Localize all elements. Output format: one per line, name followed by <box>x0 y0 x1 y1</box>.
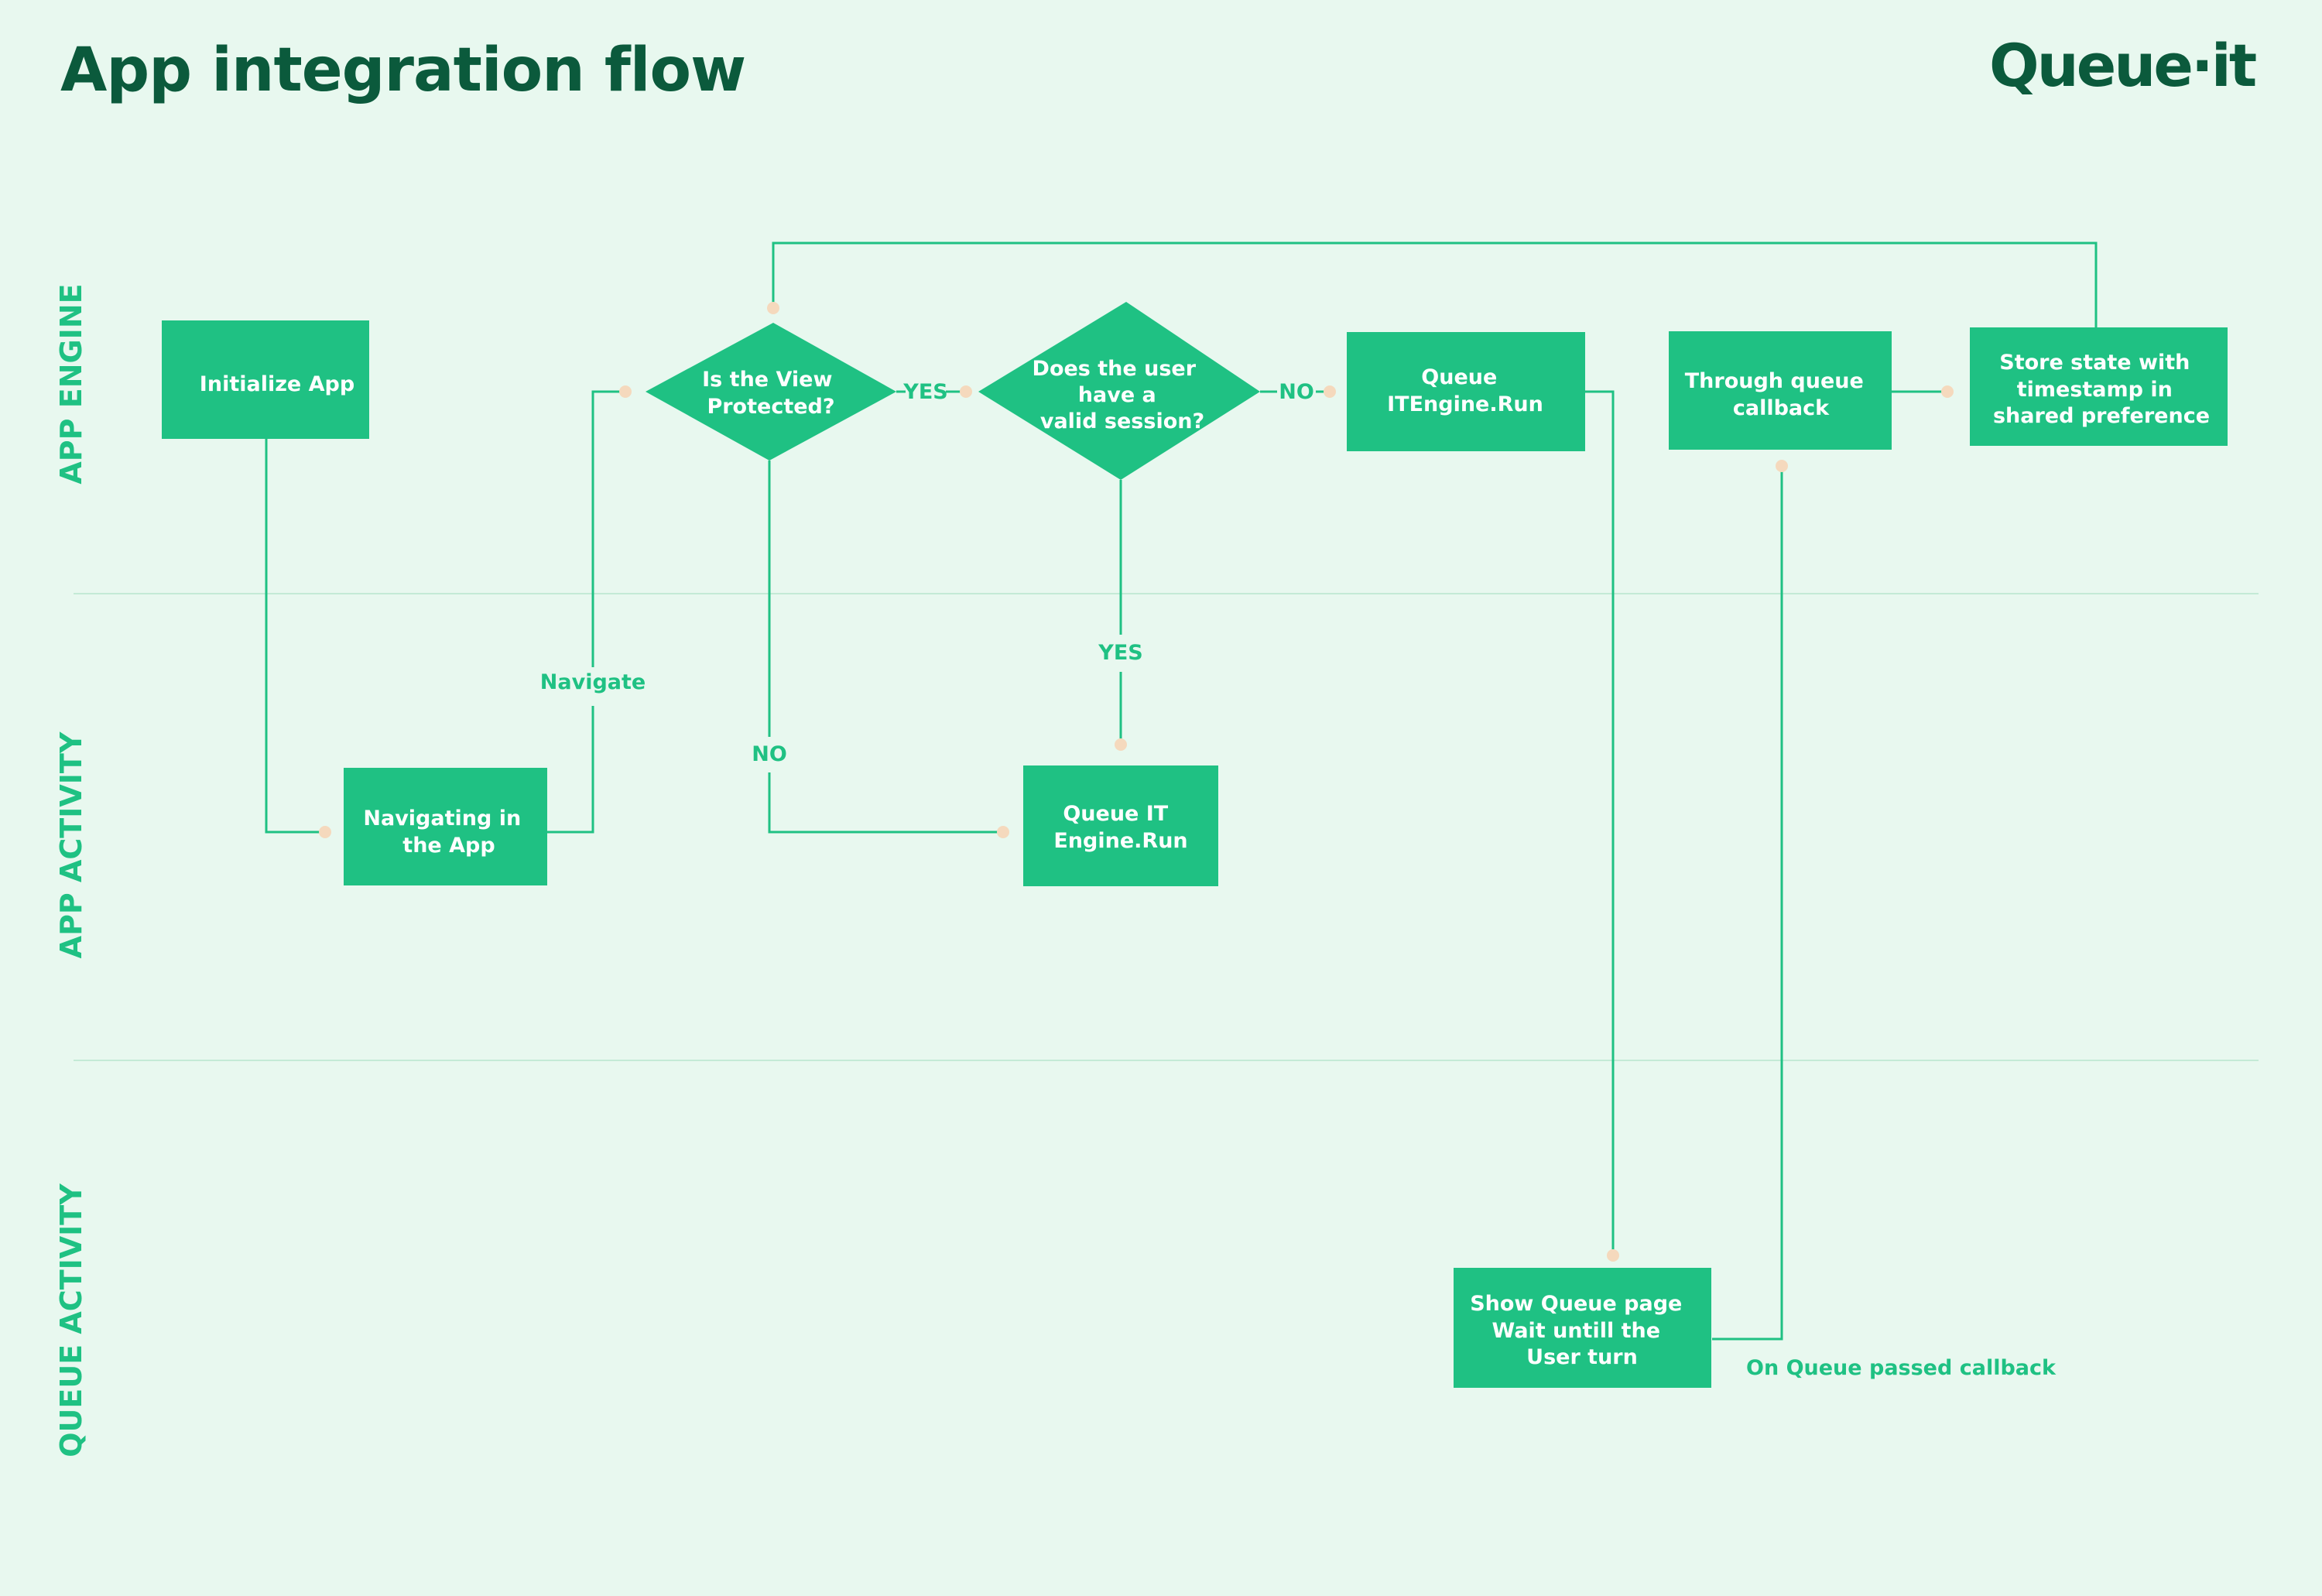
connector-dot <box>1115 738 1127 751</box>
edge-label-yes-protected: YES <box>902 380 947 404</box>
node-queue-it-engine-run <box>1023 765 1218 886</box>
node-navigating-in-app <box>344 768 547 885</box>
navigating-line: the App <box>402 834 495 858</box>
edge-label-no-session: NO <box>1279 380 1314 404</box>
valid-session-line: Does the user <box>1033 357 1197 381</box>
store-state-line: timestamp in <box>2017 378 2173 402</box>
valid-session-line: have a <box>1078 383 1156 407</box>
node-through-queue-callback <box>1669 331 1892 450</box>
queue-it-engine-run-line: Queue IT <box>1063 802 1168 826</box>
view-protected-line: Is the View <box>702 368 832 392</box>
through-queue-callback-label: Through queue callback <box>1685 369 1871 420</box>
connector-dots <box>319 302 1954 1262</box>
node-view-protected-decision <box>646 323 896 461</box>
connector-dot <box>1324 385 1336 398</box>
connector-dot <box>319 826 331 838</box>
valid-session-line: valid session? <box>1040 409 1204 433</box>
connector-dot <box>1941 385 1954 398</box>
edge-init-to-navigating <box>265 439 325 834</box>
edge-navigating-up <box>547 706 594 834</box>
queue-it-engine-run-label: Queue IT Engine.Run <box>1053 802 1187 853</box>
node-initialize-app <box>162 320 369 439</box>
connector-dot <box>960 385 972 398</box>
view-protected-label: Is the View Protected? <box>702 368 840 419</box>
connector-dot <box>1607 1249 1619 1262</box>
initialize-app-label: Initialize App <box>200 372 354 396</box>
edge-label-queue-passed: On Queue passed callback <box>1746 1356 2057 1380</box>
show-queue-page-line: Wait untill the <box>1492 1319 1661 1343</box>
through-queue-callback-line: Through queue <box>1685 369 1864 393</box>
edge-engine-to-queue-page <box>1585 390 1615 1255</box>
edge-store-to-decision <box>772 241 2098 327</box>
view-protected-line: Protected? <box>707 395 834 419</box>
queue-it-engine-run-line: Engine.Run <box>1053 829 1187 853</box>
edge-navigate-to-decision <box>591 390 625 667</box>
valid-session-label: Does the user have a valid session? <box>1033 357 1205 433</box>
initialize-app-line: Initialize App <box>200 372 354 396</box>
node-valid-session-decision <box>978 302 1260 480</box>
node-store-state <box>1970 327 2228 446</box>
store-state-label: Store state with timestamp in shared pre… <box>1993 351 2210 428</box>
connector-dot <box>619 385 632 398</box>
node-shapes <box>162 302 2228 1388</box>
node-queue-itengine-run <box>1347 332 1585 451</box>
queue-itengine-run-line: ITEngine.Run <box>1387 392 1543 416</box>
edge-no-to-queue-activity <box>768 772 1003 834</box>
store-state-line: Store state with <box>1999 351 2190 375</box>
store-state-line: shared preference <box>1993 404 2210 428</box>
navigating-line: Navigating in <box>363 807 521 831</box>
connector-dot <box>997 826 1009 838</box>
show-queue-page-line: Show Queue page <box>1470 1292 1682 1316</box>
edge-label-no-protected: NO <box>752 742 787 766</box>
node-show-queue-page <box>1454 1268 1711 1388</box>
queue-itengine-run-line: Queue <box>1421 365 1497 389</box>
queue-itengine-run-label: Queue ITEngine.Run <box>1387 365 1543 416</box>
page-title: App integration flow <box>60 36 746 105</box>
show-queue-page-label: Show Queue page Wait untill the User tur… <box>1470 1292 1690 1369</box>
through-queue-callback-line: callback <box>1733 396 1830 420</box>
edge-label-navigate: Navigate <box>540 670 646 694</box>
connector-dot <box>767 302 779 314</box>
navigating-label: Navigating in the App <box>363 807 528 858</box>
connector-lines <box>265 241 2098 1341</box>
edge-queue-passed-callback <box>1712 466 1783 1341</box>
edge-label-yes-session: YES <box>1098 641 1142 665</box>
show-queue-page-line: User turn <box>1526 1345 1638 1369</box>
queue-it-logo: Queue·it <box>1989 31 2257 100</box>
connector-dot <box>1776 460 1788 472</box>
